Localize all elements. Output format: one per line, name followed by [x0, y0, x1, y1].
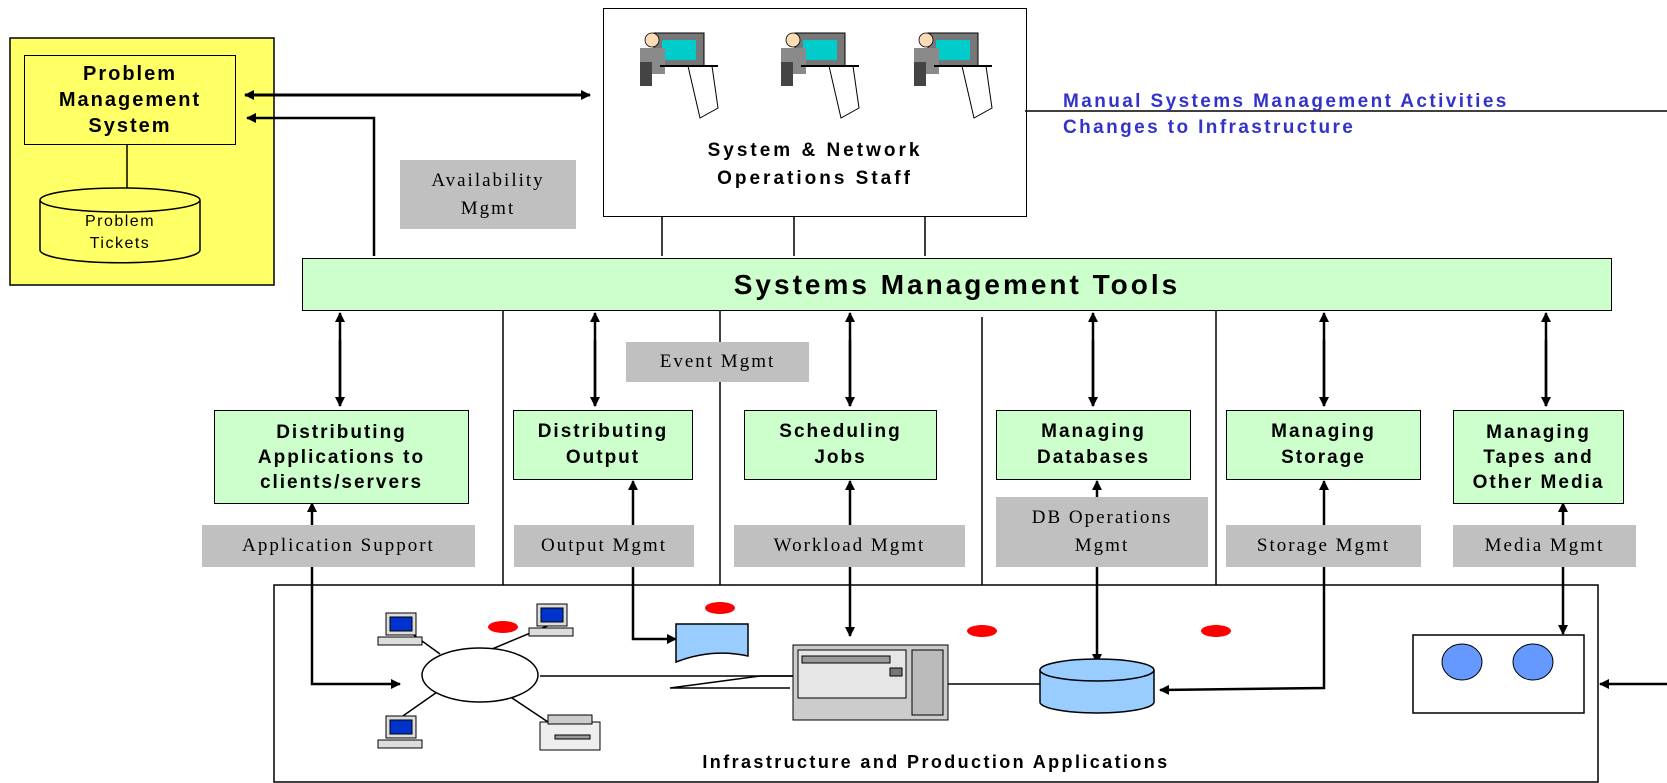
app-network-arrow — [310, 540, 401, 689]
pms-title: Problem Management System — [58, 63, 202, 137]
db-operations-mgmt-label: DB Operations Mgmt — [996, 497, 1208, 567]
event-marker-icons — [488, 602, 1231, 637]
operator-workstation-icon — [914, 32, 993, 119]
process-managing-tapes: Managing Tapes and Other Media — [1453, 410, 1624, 504]
printer-icon — [539, 714, 601, 751]
workload-mgmt-label: Workload Mgmt — [734, 525, 965, 567]
client-computer-icon — [377, 715, 423, 749]
tape-media-box — [1412, 634, 1585, 714]
problem-tickets-cylinder-icon — [39, 187, 201, 264]
operations-staff-label: System & Network Operations Staff — [707, 140, 923, 189]
client-computer-icon — [528, 603, 574, 637]
process-distributing-output: Distributing Output — [513, 410, 693, 480]
manual-activities-label: Manual Systems Management Activities Cha… — [1063, 89, 1663, 141]
operator-workstation-icon — [781, 32, 860, 119]
availability-mgmt-label: Availability Mgmt — [400, 160, 576, 229]
output-report-icon — [675, 623, 749, 664]
tape-reel-icon — [1441, 643, 1554, 681]
storage-cylinder-icon — [1039, 658, 1155, 714]
problem-management-system-box: Problem Management System — [24, 55, 236, 145]
operations-staff-box: System & Network Operations Staff — [603, 8, 1027, 217]
manual-activities-line1: Manual Systems Management Activities — [1063, 91, 1509, 112]
event-mgmt-label: Event Mgmt — [626, 342, 809, 382]
changes-infrastructure-line: Changes to Infrastructure — [1063, 117, 1356, 138]
mainframe-server-icon — [792, 644, 949, 721]
application-support-label: Application Support — [202, 525, 475, 567]
client-computer-icon — [377, 612, 423, 646]
output-arrow — [631, 540, 677, 644]
output-mgmt-label: Output Mgmt — [514, 525, 694, 567]
tools-process-arrows — [335, 312, 1551, 407]
storage-arrow — [1159, 540, 1326, 695]
storage-mgmt-label: Storage Mgmt — [1226, 525, 1421, 567]
tools-pms-arrow — [246, 113, 376, 256]
operator-workstation-icon — [640, 32, 719, 119]
process-distributing-applications: Distributing Applications to clients/ser… — [214, 410, 469, 504]
process-scheduling-jobs: Scheduling Jobs — [744, 410, 937, 480]
problem-tickets-label: Problem Tickets — [84, 213, 156, 252]
process-managing-storage: Managing Storage — [1226, 410, 1421, 480]
process-managing-databases: Managing Databases — [996, 410, 1191, 480]
media-mgmt-label: Media Mgmt — [1453, 525, 1636, 567]
systems-management-tools-bar: Systems Management Tools — [302, 258, 1612, 311]
infrastructure-label: Infrastructure and Production Applicatio… — [702, 752, 1170, 772]
